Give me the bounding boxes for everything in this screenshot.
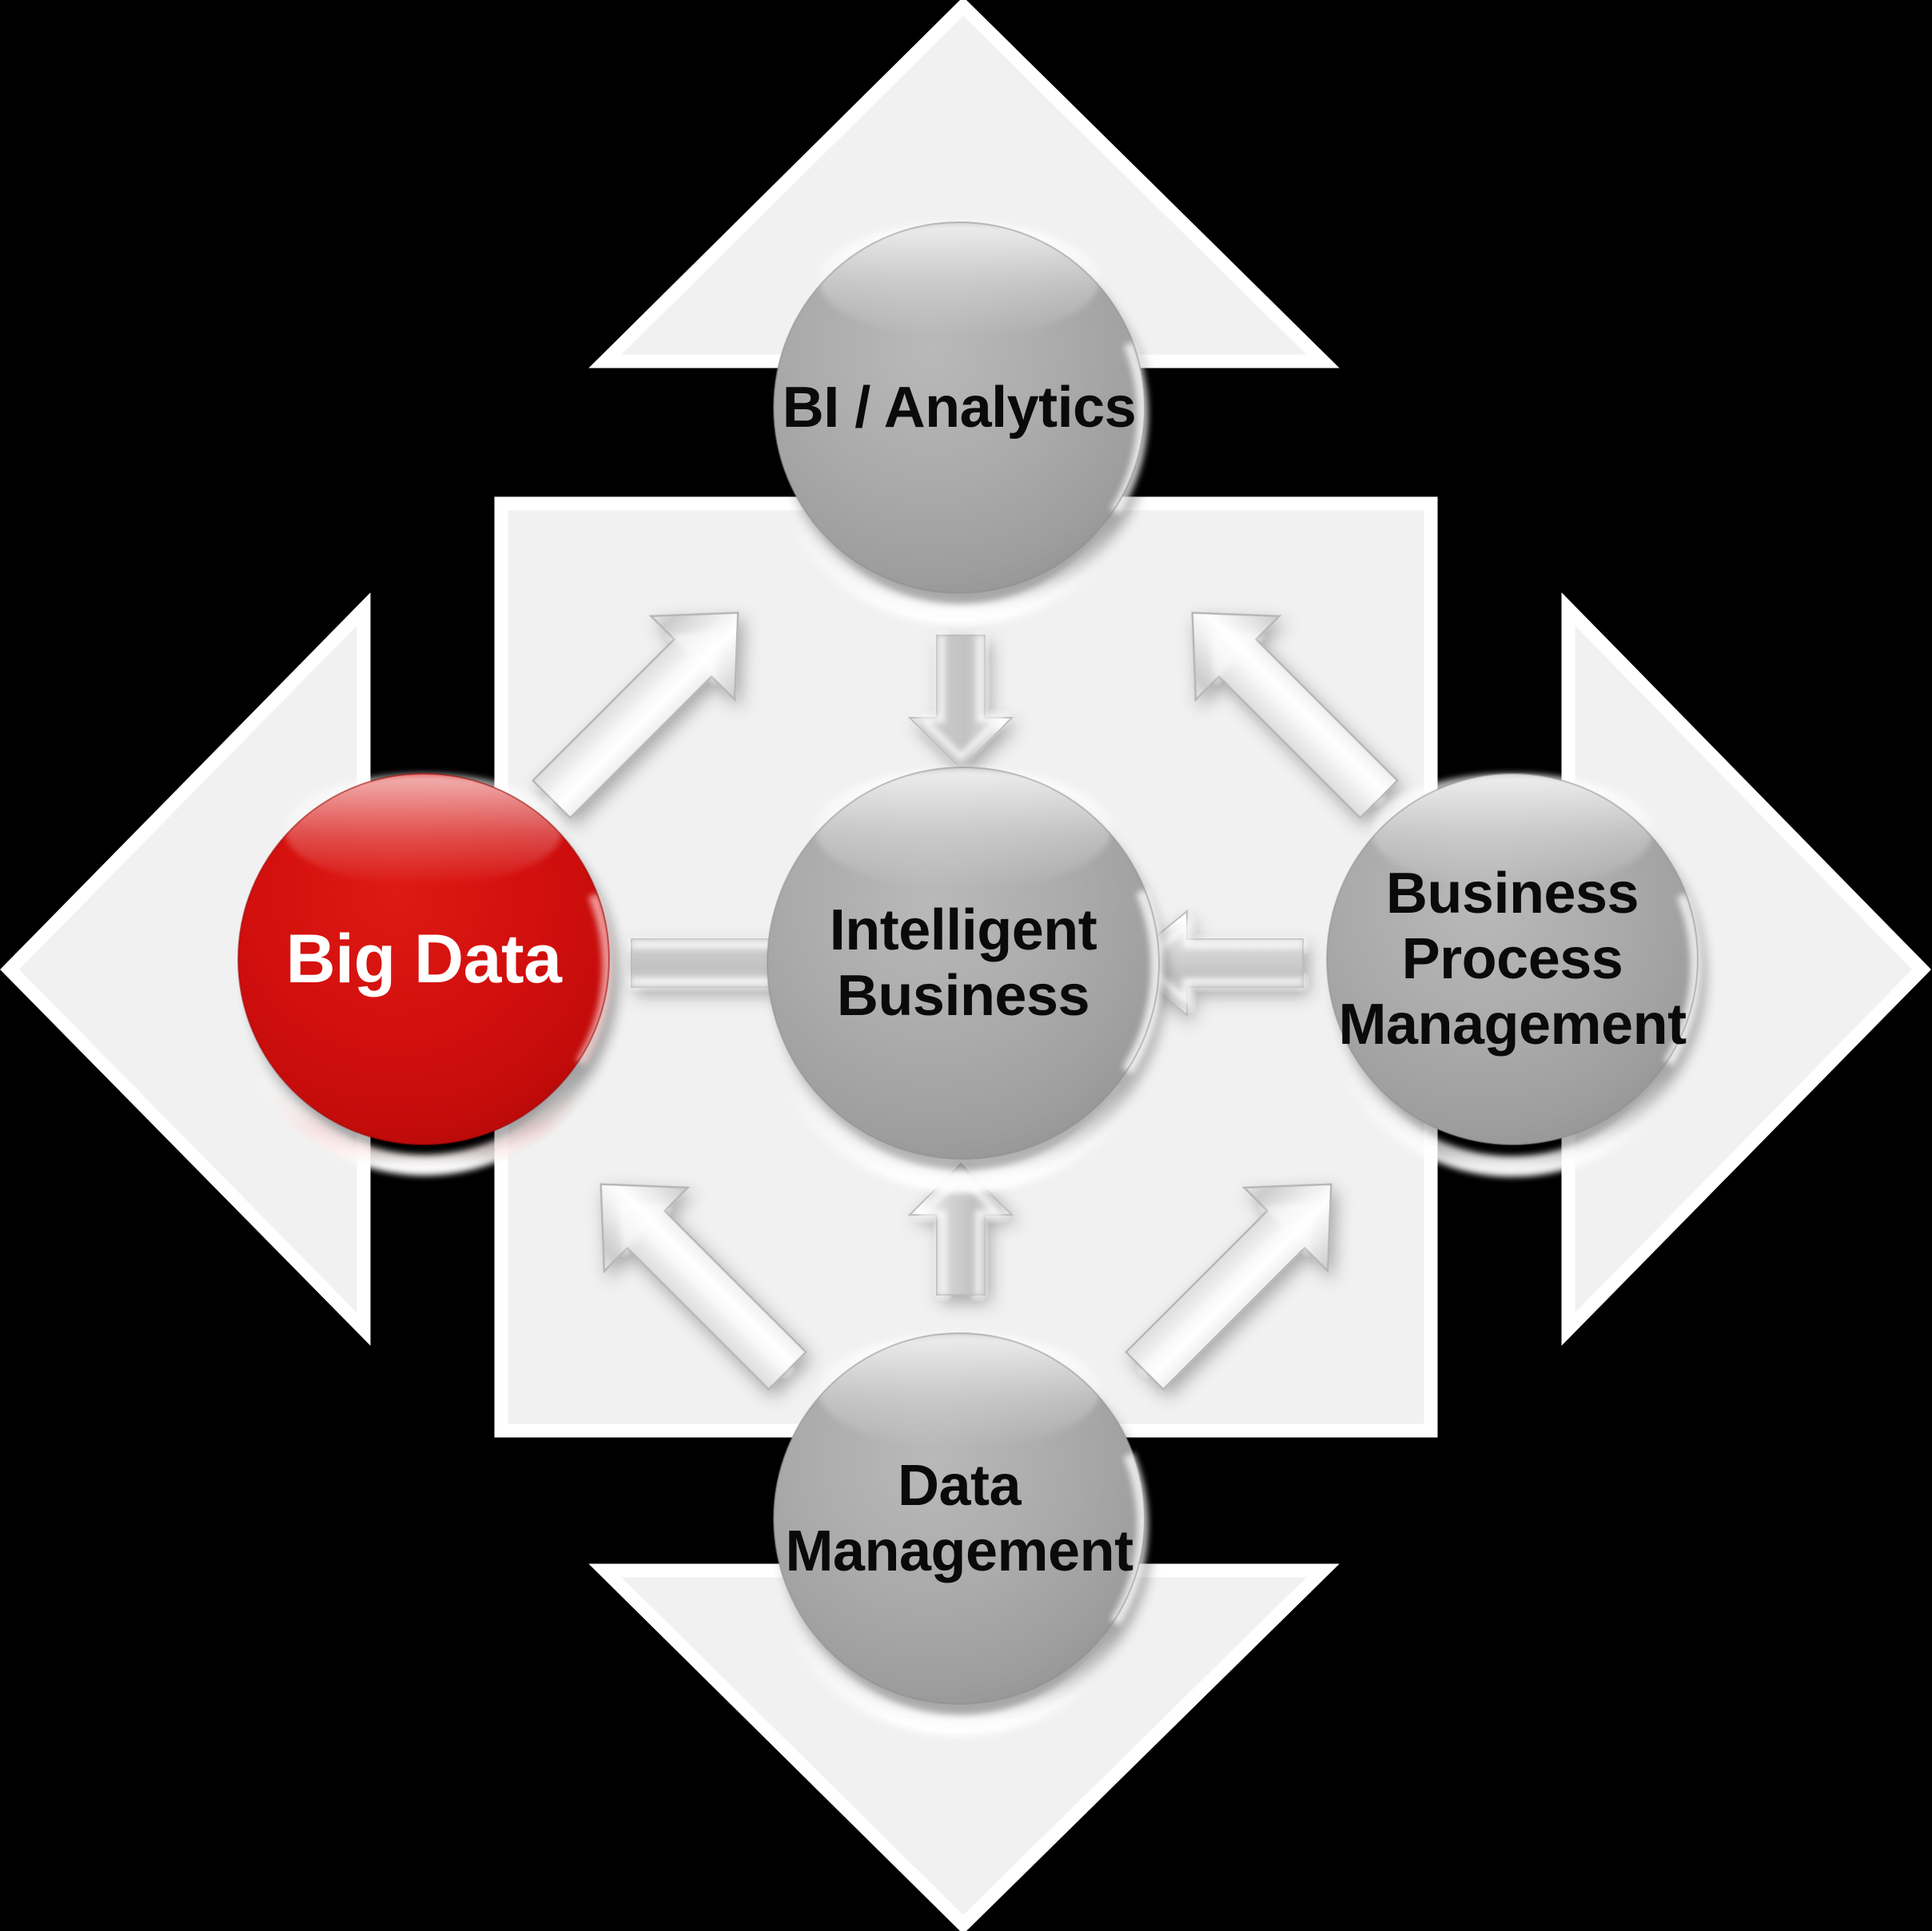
node-bi-analytics[interactable] bbox=[773, 221, 1153, 626]
connector-bi-analytics-to-center bbox=[907, 635, 1014, 770]
node-big-data[interactable] bbox=[237, 773, 619, 1176]
node-intelligent-business[interactable] bbox=[767, 766, 1167, 1193]
node-data-management[interactable] bbox=[773, 1332, 1153, 1737]
connector-big-data-to-bi-analytics bbox=[531, 611, 739, 820]
connector-data-management-to-bpm bbox=[1124, 1183, 1332, 1392]
node-business-process-management[interactable] bbox=[1326, 773, 1706, 1177]
connector-data-management-to-big-data bbox=[600, 1183, 808, 1392]
connector-bpm-to-bi-analytics bbox=[1191, 611, 1400, 820]
